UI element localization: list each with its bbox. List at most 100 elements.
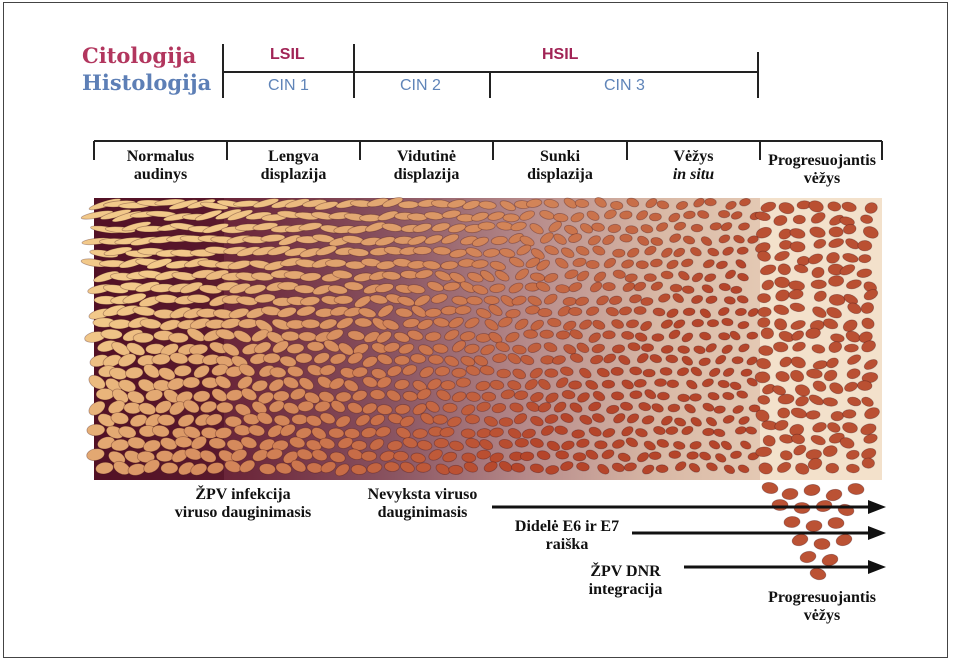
cell <box>835 533 853 548</box>
cell <box>611 367 624 375</box>
cell <box>361 451 376 461</box>
cell <box>602 380 615 388</box>
cell <box>826 463 839 473</box>
cell <box>540 330 554 338</box>
cell <box>499 417 513 426</box>
cell <box>398 201 419 209</box>
cell <box>761 481 779 495</box>
cell <box>393 451 408 461</box>
event-invasive-cancer: Progresuojantisvėžys <box>752 589 892 626</box>
cell <box>811 280 827 289</box>
cell <box>545 369 558 378</box>
cell <box>594 440 607 449</box>
cell <box>825 488 843 503</box>
cell <box>465 414 479 424</box>
cell <box>690 393 702 401</box>
stage-normal: Normalusaudinys <box>94 148 227 185</box>
cell <box>298 332 316 342</box>
cell <box>731 286 742 294</box>
cell <box>295 353 312 364</box>
cell <box>778 408 790 418</box>
cell <box>482 392 496 402</box>
cell <box>829 227 844 237</box>
cell <box>718 210 730 218</box>
cell <box>394 355 409 365</box>
cell <box>292 414 308 424</box>
cell <box>497 369 511 378</box>
cell <box>630 390 643 399</box>
cell <box>669 451 681 459</box>
stage-moderate: Vidutinėdisplazija <box>360 148 493 185</box>
cell <box>301 319 320 329</box>
cell <box>644 273 657 281</box>
cell <box>656 464 668 472</box>
cell <box>612 249 625 258</box>
cell <box>758 307 772 317</box>
cell <box>847 483 864 496</box>
cell <box>538 308 552 317</box>
cell <box>641 344 653 352</box>
cell <box>334 295 353 304</box>
stage-cis: Vėžysin situ <box>627 148 760 185</box>
cell <box>654 379 666 387</box>
cell <box>540 355 554 364</box>
cell <box>691 224 703 232</box>
cell <box>705 198 717 206</box>
cell <box>449 465 463 474</box>
cell <box>573 453 586 461</box>
cell <box>586 260 599 269</box>
event-dna-integration: ŽPV DNRintegracija <box>568 563 683 600</box>
cell <box>643 369 655 377</box>
cell <box>503 214 519 222</box>
cell <box>325 259 346 267</box>
cell <box>413 246 432 254</box>
cell <box>667 380 679 388</box>
cell <box>805 520 822 533</box>
cell <box>862 458 875 469</box>
cell <box>652 333 664 341</box>
cell <box>520 452 534 461</box>
cell <box>702 428 714 436</box>
cell <box>452 368 466 377</box>
grade-brackets <box>223 44 758 98</box>
cell <box>478 222 495 230</box>
cell <box>433 415 448 425</box>
cell <box>441 381 455 390</box>
cell <box>657 392 669 400</box>
cell <box>857 380 872 391</box>
cell <box>568 381 581 390</box>
cell <box>569 307 582 315</box>
cell <box>603 331 616 339</box>
arrow-heads <box>868 500 886 574</box>
cell <box>755 372 770 384</box>
cell <box>636 260 649 269</box>
cell <box>216 402 233 413</box>
cell <box>821 553 839 568</box>
cell <box>461 429 475 439</box>
event-e6e7-expression: Didelė E6 ir E7raiška <box>482 518 652 555</box>
cell <box>169 333 189 343</box>
cell <box>844 344 858 353</box>
cell <box>603 282 616 291</box>
event-hpv-infection: ŽPV infekcijaviruso dauginimasis <box>148 486 338 523</box>
cell <box>161 462 178 473</box>
cell <box>837 503 855 518</box>
cell <box>858 240 872 251</box>
cell <box>670 284 682 292</box>
cell <box>791 533 809 548</box>
cell <box>781 488 798 501</box>
cell <box>443 403 457 412</box>
cell <box>814 538 830 550</box>
cell <box>156 451 173 462</box>
cell <box>307 341 324 351</box>
cell <box>843 409 857 418</box>
cell <box>556 330 570 339</box>
cell <box>96 388 114 400</box>
cell <box>772 499 788 511</box>
cell <box>281 331 299 341</box>
cell <box>757 293 770 302</box>
cell <box>523 329 537 338</box>
